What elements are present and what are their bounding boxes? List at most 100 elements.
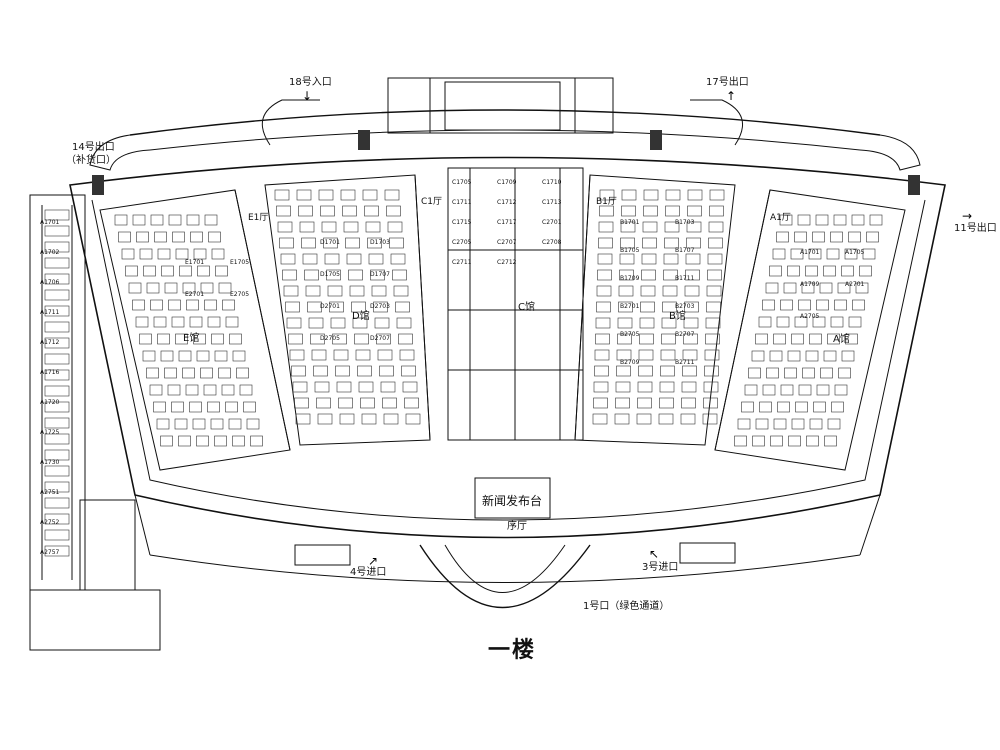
booth-cell [638, 365, 653, 377]
booth-cell [766, 367, 779, 379]
booth-cell [759, 401, 772, 413]
booth-cell [352, 317, 368, 329]
booth-cell [44, 257, 70, 269]
booth-id-label: A1702 [40, 249, 60, 256]
exit-11-label: 11号出口 [954, 223, 997, 234]
booth-cell [292, 381, 308, 393]
booth-cell [801, 282, 815, 294]
booth-cell [783, 282, 797, 294]
booth-cell [168, 214, 182, 226]
booth-cell [787, 265, 800, 277]
booth-cell [762, 299, 775, 311]
booth-cell [364, 205, 379, 217]
booth-cell [283, 285, 299, 297]
booth-cell [755, 333, 768, 345]
hall-d-label: D馆 [352, 311, 370, 322]
booth-cell [250, 435, 263, 447]
booth-id-label: A1712 [40, 339, 60, 346]
booth-cell [164, 282, 178, 294]
booth-cell [776, 231, 789, 243]
entrance-4-label: 4号进口 [350, 567, 387, 578]
booth-cell [599, 189, 615, 201]
booth-cell [390, 253, 406, 265]
booth-cell [685, 269, 700, 281]
booth-cell [702, 413, 718, 425]
booth-cell [399, 349, 415, 361]
booth-cell [186, 214, 200, 226]
booth-cell [211, 333, 224, 345]
booth-cell [685, 253, 701, 265]
booth-cell [640, 285, 656, 297]
booth-cell [681, 397, 696, 409]
booth-cell [164, 367, 177, 379]
booth-cell [636, 413, 652, 425]
booth-cell [44, 321, 70, 333]
arrow-up-right-icon: ↗ [368, 554, 379, 568]
arrow-right-icon: → [962, 209, 973, 223]
booth-cell [288, 333, 303, 345]
hall-b-label: B馆 [669, 311, 686, 322]
booth-id-label: A2701 [845, 281, 865, 288]
booth-cell [851, 214, 865, 226]
booth-cell [44, 273, 70, 285]
booth-cell [816, 299, 829, 311]
booth-cell [641, 253, 657, 265]
booth-cell [594, 365, 609, 377]
booth-cell [684, 285, 700, 297]
booth-cell [593, 381, 609, 393]
booth-cell [812, 231, 825, 243]
booth-cell [808, 248, 822, 260]
booth-cell [805, 265, 818, 277]
booth-cell [382, 397, 397, 409]
booth-cell [618, 285, 634, 297]
booth-cell [598, 237, 613, 249]
booth-cell [44, 353, 70, 365]
booth-cell [708, 221, 724, 233]
booth-cell [157, 333, 170, 345]
booth-cell [802, 367, 815, 379]
booth-cell [844, 248, 858, 260]
booth-cell [376, 333, 391, 345]
booth-cell [276, 205, 291, 217]
booth-cell [357, 365, 372, 377]
booth-cell [597, 269, 612, 281]
booth-id-label: A1725 [40, 429, 60, 436]
booth-cell [167, 384, 181, 396]
lobby-a1-label: A1厅 [770, 213, 791, 223]
booth-id-label: A1709 [800, 281, 820, 288]
booth-cell [383, 413, 399, 425]
booth-cell [596, 301, 611, 313]
booth-cell [182, 367, 195, 379]
booth-cell [246, 418, 260, 430]
booth-cell [758, 316, 772, 328]
booth-id-label: A2751 [40, 489, 60, 496]
booth-cell [809, 333, 822, 345]
booth-cell [734, 435, 747, 447]
booth-cell [153, 316, 167, 328]
booth-cell [404, 397, 419, 409]
booth-cell [342, 205, 357, 217]
booth-cell [340, 189, 356, 201]
booth-cell [310, 333, 325, 345]
booth-cell [228, 418, 242, 430]
booth-cell [44, 513, 70, 525]
booth-id-label: A1706 [40, 279, 60, 286]
booth-cell [598, 221, 614, 233]
booth-cell [619, 269, 634, 281]
booth-cell [642, 221, 658, 233]
booth-id-label: A1701 [40, 219, 60, 226]
booth-id-label: B2705 [620, 331, 640, 338]
booth-cell [780, 299, 793, 311]
booth-cell [643, 189, 659, 201]
booth-cell [44, 209, 70, 221]
booth-cell [762, 384, 776, 396]
booth-cell [661, 317, 677, 329]
booth-id-label: D1701 [320, 239, 340, 246]
hall-e-area [99, 189, 291, 471]
booth-cell [593, 397, 608, 409]
booth-id-label: B2707 [675, 331, 695, 338]
booth-cell [282, 269, 297, 281]
booth-cell [597, 253, 613, 265]
prelude-hall-label: 序厅 [507, 521, 527, 532]
